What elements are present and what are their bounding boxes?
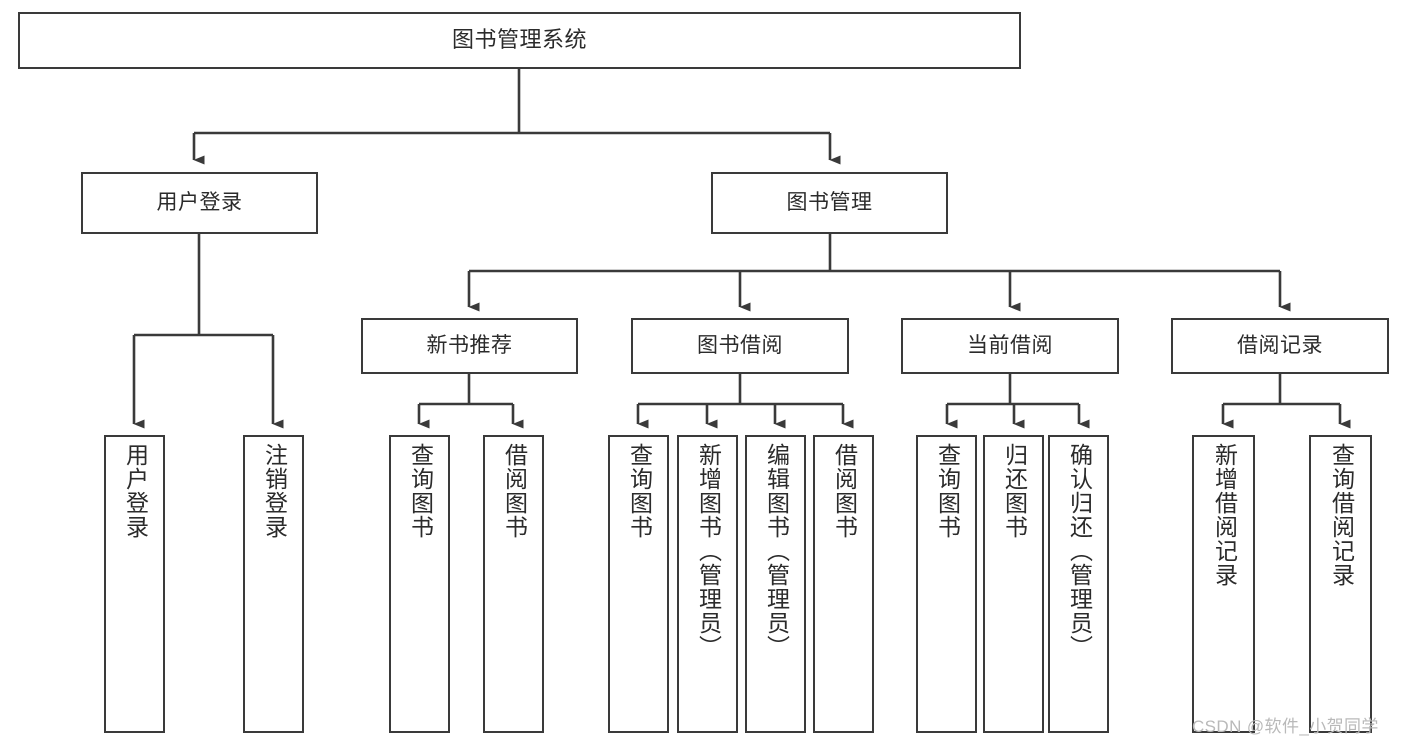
node-leaf-add-book[interactable]: 新增图书（管理员）: [677, 435, 738, 733]
node-user-login[interactable]: 用户登录: [81, 172, 318, 234]
node-label: 图书借阅: [697, 334, 783, 358]
node-current-borrow[interactable]: 当前借阅: [901, 318, 1119, 374]
node-label: 用户登录: [156, 191, 243, 215]
node-label: 借阅记录: [1237, 334, 1323, 358]
node-borrow-record[interactable]: 借阅记录: [1171, 318, 1389, 374]
node-label: 图书管理系统: [451, 27, 587, 53]
node-leaf-user-login[interactable]: 用户登录: [104, 435, 165, 733]
node-label: 编辑图书（管理员）: [763, 443, 790, 659]
node-leaf-query-book-1[interactable]: 查询图书: [389, 435, 450, 733]
node-leaf-query-book-2[interactable]: 查询图书: [608, 435, 669, 733]
node-leaf-query-book-3[interactable]: 查询图书: [916, 435, 977, 733]
node-new-book-recommend[interactable]: 新书推荐: [361, 318, 578, 374]
node-label: 借阅图书: [501, 443, 528, 539]
node-label: 归还图书: [1001, 443, 1028, 539]
node-leaf-query-record[interactable]: 查询借阅记录: [1309, 435, 1372, 733]
node-leaf-return-book[interactable]: 归还图书: [983, 435, 1044, 733]
node-book-borrow[interactable]: 图书借阅: [631, 318, 849, 374]
node-leaf-borrow-book-1[interactable]: 借阅图书: [483, 435, 544, 733]
node-label: 查询图书: [934, 443, 961, 539]
node-leaf-borrow-book-2[interactable]: 借阅图书: [813, 435, 874, 733]
node-leaf-add-record[interactable]: 新增借阅记录: [1192, 435, 1255, 733]
node-root-system[interactable]: 图书管理系统: [18, 12, 1021, 69]
node-label: 新书推荐: [426, 334, 513, 358]
node-label: 查询借阅记录: [1328, 443, 1355, 587]
node-leaf-logout-login[interactable]: 注销登录: [243, 435, 304, 733]
node-label: 当前借阅: [967, 334, 1053, 358]
node-label: 新增借阅记录: [1211, 443, 1238, 587]
csdn-watermark: CSDN @软件_小贺同学: [1192, 717, 1379, 736]
node-book-management[interactable]: 图书管理: [711, 172, 948, 234]
node-leaf-edit-book[interactable]: 编辑图书（管理员）: [745, 435, 806, 733]
node-label: 图书管理: [786, 191, 873, 215]
node-label: 用户登录: [122, 443, 149, 539]
node-label: 新增图书（管理员）: [695, 443, 722, 659]
node-label: 查询图书: [407, 443, 434, 539]
node-label: 注销登录: [261, 443, 288, 539]
node-label: 借阅图书: [831, 443, 858, 539]
node-label: 查询图书: [626, 443, 653, 539]
node-label: 确认归还（管理员）: [1066, 443, 1093, 659]
node-leaf-confirm-return[interactable]: 确认归还（管理员）: [1048, 435, 1109, 733]
